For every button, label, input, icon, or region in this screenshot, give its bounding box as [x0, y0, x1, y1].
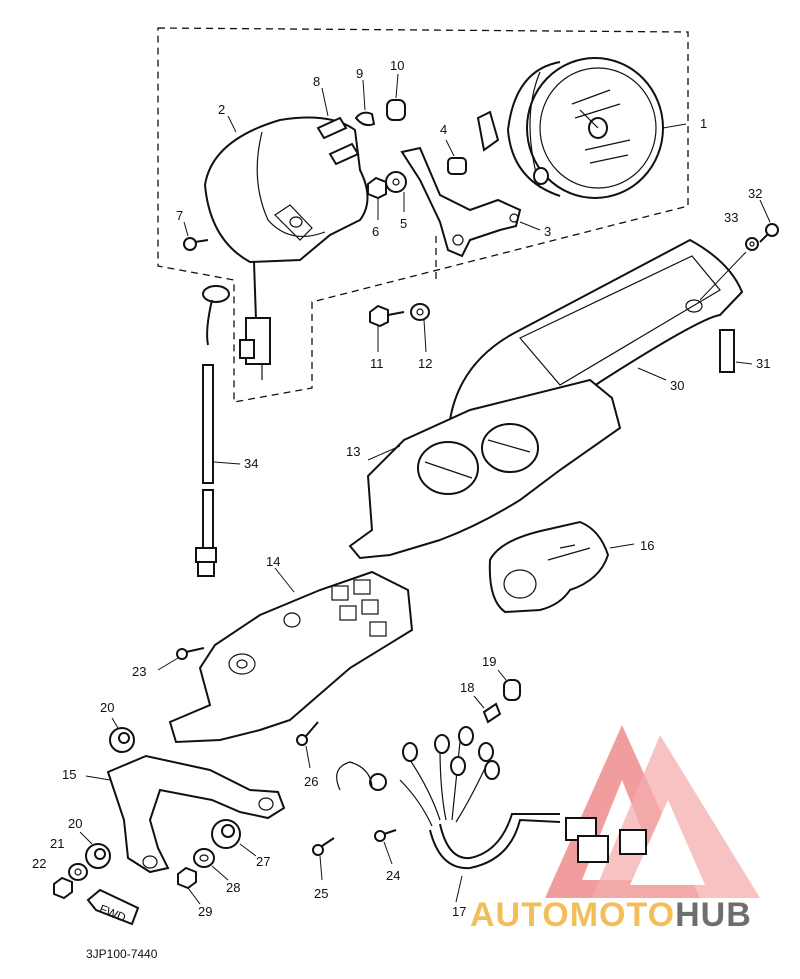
part-26-screw: [296, 721, 319, 769]
part-15-bracket: [85, 754, 286, 874]
callout-14: 14: [266, 554, 280, 569]
callout-22: 22: [32, 856, 46, 871]
callout-15: 15: [62, 767, 76, 782]
callout-10: 10: [390, 58, 404, 73]
fwd-arrow: FWD: [86, 888, 140, 926]
callout-18: 18: [460, 680, 474, 695]
part-20-grommet-lower: [79, 831, 111, 869]
callout-24: 24: [386, 868, 400, 883]
part-31-damper: [719, 329, 753, 373]
callout-34: 34: [244, 456, 258, 471]
callout-4: 4: [440, 122, 447, 137]
logo-text-moto: MOTO: [570, 896, 675, 934]
callout-9: 9: [356, 66, 363, 81]
callout-8: 8: [313, 74, 320, 89]
part-19-bulb: [497, 669, 521, 701]
callout-12: 12: [418, 356, 432, 371]
part-17-harness: [336, 726, 647, 903]
callout-23: 23: [132, 664, 146, 679]
part-21-washer: [68, 863, 88, 881]
parts-8-9-10-bulbs: [316, 73, 406, 166]
housing-connector: [239, 261, 271, 380]
part-11-bolt: [369, 304, 405, 352]
callout-5: 5: [400, 216, 407, 231]
logo-triangle-right: [592, 735, 760, 898]
logo-text-auto: AUTO: [470, 896, 570, 934]
part-3-bracket: [400, 110, 541, 258]
callout-32: 32: [748, 186, 762, 201]
callout-28: 28: [226, 880, 240, 895]
callout-11: 11: [370, 356, 384, 371]
part-23-screw: [157, 647, 205, 671]
callout-16: 16: [640, 538, 654, 553]
part-22-nut: [53, 876, 73, 900]
part-14-lower-case: [168, 567, 414, 744]
callout-21: 21: [50, 836, 64, 851]
part-29-nut: [177, 866, 201, 905]
callout-6: 6: [372, 224, 379, 239]
callout-30: 30: [670, 378, 684, 393]
part-24-screw: [374, 829, 397, 865]
assembly-boundary: [157, 27, 689, 403]
callout-20-upper: 20: [100, 700, 114, 715]
callout-3: 3: [544, 224, 551, 239]
part-25-screw: [312, 837, 335, 881]
callout-2: 2: [218, 102, 225, 117]
part-5-washer: [385, 171, 407, 212]
part-20-grommet-upper: [109, 717, 135, 753]
callout-27: 27: [256, 854, 270, 869]
callout-1: 1: [700, 116, 707, 131]
logo-text: AUTOMOTOHUB: [470, 896, 752, 934]
part-32-screw: [759, 199, 779, 243]
callout-25: 25: [314, 886, 328, 901]
part-7-screw: [183, 221, 209, 251]
callout-20-lower: 20: [68, 816, 82, 831]
callout-7: 7: [176, 208, 183, 223]
callout-29: 29: [198, 904, 212, 919]
part-2-housing: [203, 115, 369, 264]
part-12-washer: [410, 303, 430, 353]
part-28-washer: [193, 848, 229, 881]
callout-13: 13: [346, 444, 360, 459]
part-1-speedometer: [506, 57, 687, 199]
part-13-case: [348, 378, 622, 560]
part-27-grommet: [211, 819, 257, 857]
drawing-code: 3JP100-7440: [86, 947, 158, 961]
callout-26: 26: [304, 774, 318, 789]
callout-33: 33: [724, 210, 738, 225]
logo-text-hub: HUB: [675, 896, 752, 934]
part-34-cable: [195, 285, 241, 577]
part-6-nut: [367, 176, 387, 220]
part-33-washer: [699, 237, 759, 301]
callout-31: 31: [756, 356, 770, 371]
part-18-bulb: [473, 695, 502, 724]
part-16-panel: [488, 520, 635, 614]
callout-labels: 1 2 3 4 5 6 7 8 9 10 11 12 13 14 15 16 1…: [32, 58, 770, 919]
callout-17: 17: [452, 904, 466, 919]
part-4-grommet: [445, 139, 467, 175]
logo-triangle-hole: [630, 800, 705, 885]
callout-19: 19: [482, 654, 496, 669]
watermark-logo: AUTOMOTOHUB: [470, 725, 760, 934]
